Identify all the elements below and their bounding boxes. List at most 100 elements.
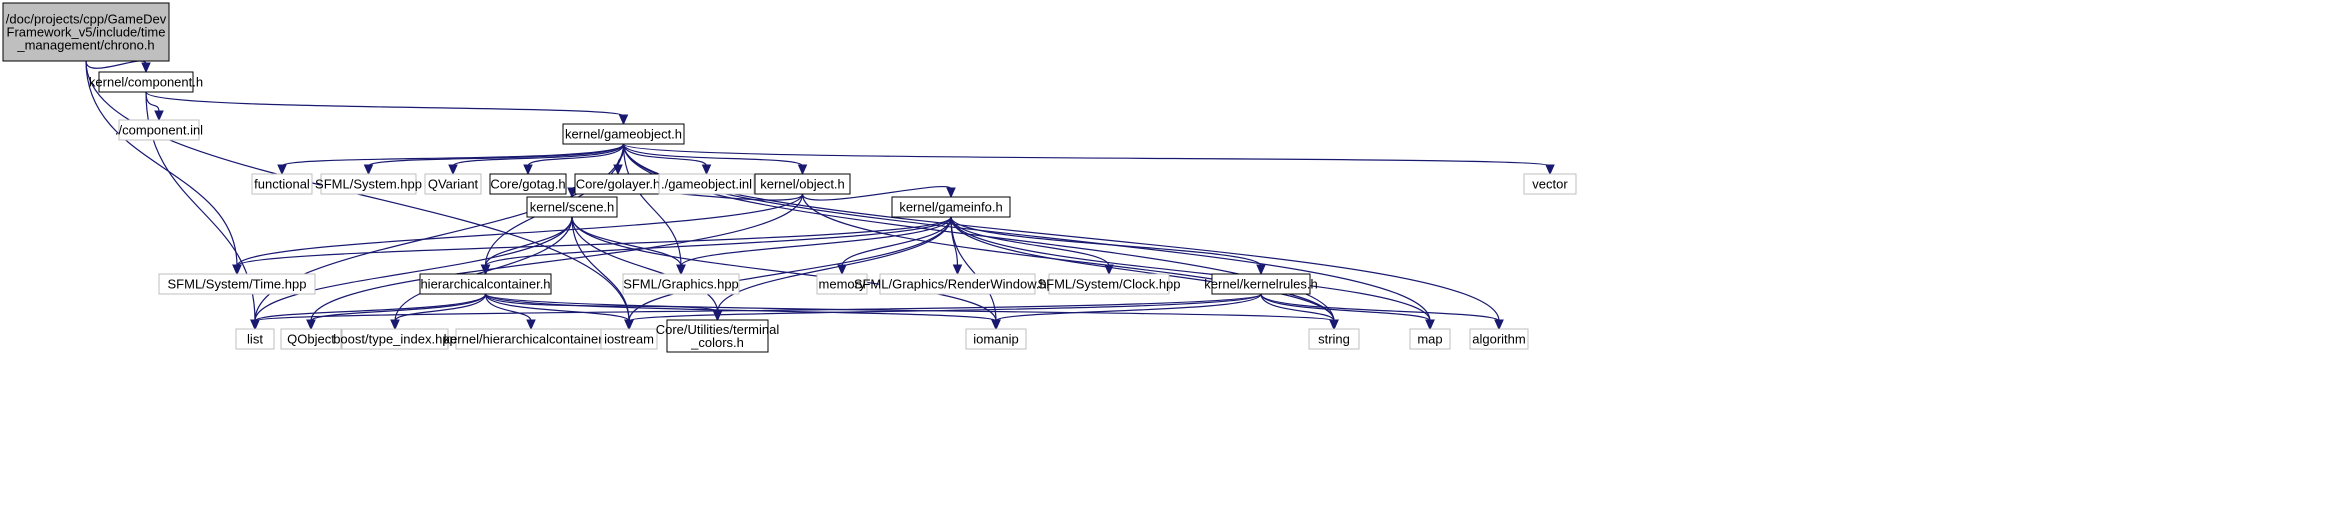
node-box (1211, 273, 1311, 295)
node-algorithm[interactable]: algorithm (1469, 328, 1529, 350)
edge-kernelrules-to-algorithm (1260, 293, 1504, 331)
node-terminal[interactable]: Core/Utilities/terminal_colors.h (656, 319, 780, 353)
edge-gameobject-to-sfml_graphics (622, 143, 686, 276)
edge-gameinfo-to-memory (837, 216, 952, 276)
node-qvariant[interactable]: QVariant (424, 173, 482, 195)
edge-object-to-gameinfo (801, 185, 956, 201)
node-label: Core/golayer.h (576, 177, 661, 192)
node-label: hierarchicalcontainer.h (420, 277, 550, 292)
node-label: Framework_v5/include/time (7, 25, 166, 40)
node-iomanip[interactable]: iomanip (965, 328, 1027, 350)
edge-gameinfo-to-clock (950, 216, 1114, 276)
node-label: kernel/hierarchicalcontainer.inl (444, 332, 619, 347)
node-box (1469, 328, 1529, 350)
node-label: Core/Utilities/terminal (656, 322, 780, 337)
node-box (816, 273, 868, 295)
nodes-layer: /doc/projects/cpp/GameDevFramework_v5/in… (2, 2, 1577, 353)
node-label: functional (254, 177, 310, 192)
node-functional[interactable]: functional (251, 173, 313, 195)
node-box (965, 328, 1027, 350)
node-box (489, 173, 567, 195)
node-label: QObject (287, 332, 335, 347)
edge-gameobject-to-list (250, 143, 625, 331)
node-golayer[interactable]: Core/golayer.h (574, 173, 662, 195)
edge-gameinfo-to-sfml_time (232, 216, 952, 276)
node-string[interactable]: string (1308, 328, 1360, 350)
edge-gameinfo-to-kernelrules (950, 216, 1266, 276)
edge-kernelrules-to-list (250, 293, 1262, 331)
node-label: vector (1532, 177, 1568, 192)
node-label: SFML/System/Time.hpp (168, 277, 307, 292)
edge-gameobject-to-object (622, 143, 808, 176)
edge-gameobject-to-string (622, 143, 1339, 331)
node-label: SFML/System.hpp (315, 177, 422, 192)
node-box (280, 328, 342, 350)
node-map[interactable]: map (1409, 328, 1451, 350)
edge-kernelrules-to-iostream (624, 293, 1262, 331)
edge-chrono-to-sfml_time (85, 60, 242, 276)
node-chrono[interactable]: /doc/projects/cpp/GameDevFramework_v5/in… (2, 2, 170, 62)
node-box (320, 173, 417, 195)
node-sfml_system[interactable]: SFML/System.hpp (315, 173, 422, 195)
edge-chrono-to-component (85, 60, 151, 74)
node-label: _colors.h (690, 335, 744, 350)
edge-gameobject-to-algorithm (622, 143, 1504, 331)
node-label: iostream (604, 332, 654, 347)
node-box (658, 173, 755, 195)
edge-hier-to-list (250, 293, 487, 331)
node-label: iomanip (973, 332, 1019, 347)
node-box (622, 273, 740, 295)
node-component_inl[interactable]: ./component.inl (115, 119, 203, 141)
node-scene[interactable]: kernel/scene.h (526, 196, 618, 218)
node-label: ./gameobject.inl (661, 177, 752, 192)
node-hier[interactable]: hierarchicalcontainer.h (419, 273, 552, 295)
node-box (754, 173, 851, 195)
node-label: /doc/projects/cpp/GameDev (6, 12, 167, 27)
node-box (562, 123, 685, 145)
node-label: Core/gotag.h (490, 177, 565, 192)
node-box (2, 2, 170, 62)
edge-gameobject-to-gotag (523, 143, 625, 176)
edge-kernelrules-to-string (1260, 293, 1339, 331)
node-gameobject_inl[interactable]: ./gameobject.inl (658, 173, 755, 195)
node-boost[interactable]: boost/type_index.hpp (333, 328, 457, 350)
node-qobject[interactable]: QObject (280, 328, 342, 350)
node-vector[interactable]: vector (1523, 173, 1577, 195)
node-memory[interactable]: memory (816, 273, 868, 295)
node-box (98, 71, 194, 93)
edge-component-to-gameobject (145, 91, 629, 126)
node-gameobject[interactable]: kernel/gameobject.h (562, 123, 685, 145)
edge-kernelrules-to-iomanip (991, 293, 1262, 331)
node-sfml_graphics[interactable]: SFML/Graphics.hpp (622, 273, 740, 295)
node-gameinfo[interactable]: kernel/gameinfo.h (891, 196, 1011, 218)
node-hier_inl[interactable]: kernel/hierarchicalcontainer.inl (444, 328, 619, 350)
node-box (1409, 328, 1451, 350)
node-box (158, 273, 316, 295)
edge-gameinfo-to-hier (480, 216, 952, 276)
node-gotag[interactable]: Core/gotag.h (489, 173, 567, 195)
node-renderwindow[interactable]: SFML/Graphics/RenderWindow.hpp (854, 273, 1061, 295)
edge-scene-to-boost (390, 216, 573, 331)
node-iostream[interactable]: iostream (600, 328, 658, 350)
node-box (118, 119, 200, 141)
node-label: SFML/System/Clock.hpp (1037, 277, 1180, 292)
node-box (666, 319, 769, 353)
node-label: SFML/Graphics.hpp (623, 277, 739, 292)
edge-hier-to-boost (390, 293, 487, 331)
edge-gameobject-to-sfml_system (363, 143, 625, 176)
node-box (1308, 328, 1360, 350)
node-box (235, 328, 275, 350)
node-box (1523, 173, 1577, 195)
node-label: map (1417, 332, 1442, 347)
node-list[interactable]: list (235, 328, 275, 350)
node-kernelrules[interactable]: kernel/kernelrules.h (1204, 273, 1318, 295)
node-box (419, 273, 552, 295)
node-clock[interactable]: SFML/System/Clock.hpp (1037, 273, 1181, 295)
node-object[interactable]: kernel/object.h (754, 173, 851, 195)
node-component[interactable]: kernel/component.h (89, 71, 203, 93)
edge-gameobject-to-functional (277, 143, 625, 176)
edge-gameinfo-to-sfml_graphics (676, 216, 952, 276)
node-label: kernel/object.h (760, 177, 845, 192)
node-sfml_time[interactable]: SFML/System/Time.hpp (158, 273, 316, 295)
node-label: kernel/kernelrules.h (1204, 277, 1317, 292)
